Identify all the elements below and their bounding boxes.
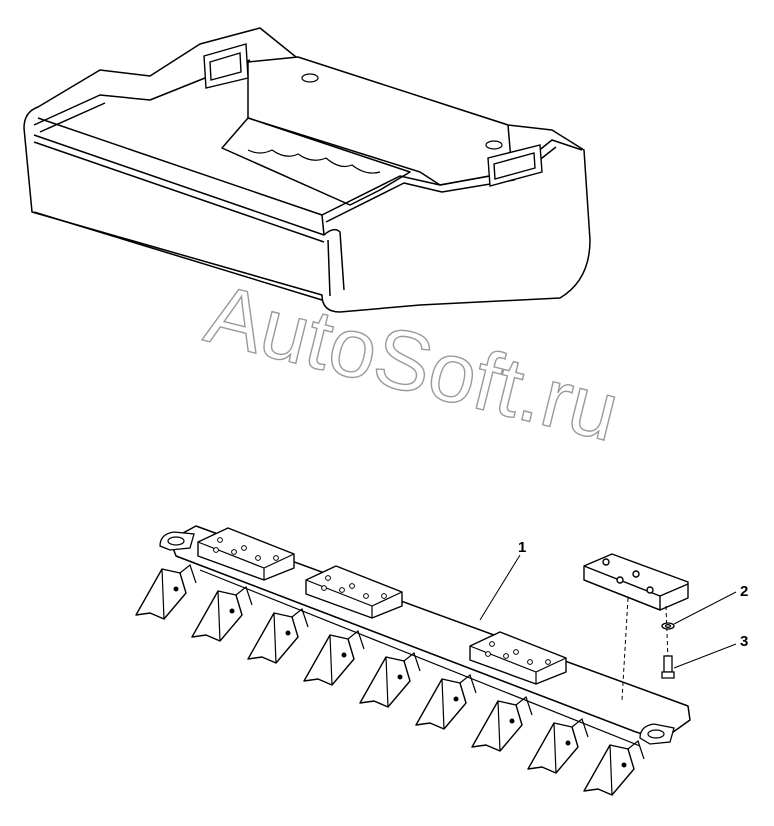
callout-3: 3 xyxy=(673,633,748,669)
wear-plate-part xyxy=(583,553,689,611)
callout-label-1: 1 xyxy=(518,539,526,556)
mount-pad-3 xyxy=(469,631,567,685)
callout-2: 2 xyxy=(673,583,748,625)
end-lug-left xyxy=(159,531,195,551)
tooth-1 xyxy=(135,563,197,620)
tooth-6 xyxy=(415,673,477,730)
mount-pad-1 xyxy=(197,527,295,581)
tooth-2 xyxy=(191,585,253,642)
callout-label-2: 2 xyxy=(740,583,748,600)
assembly-line xyxy=(621,597,629,701)
bucket-body xyxy=(23,27,591,313)
tooth-bar-assembly xyxy=(135,525,691,796)
bolt-part xyxy=(661,655,675,679)
mount-pad-2 xyxy=(305,565,403,619)
tooth-9 xyxy=(583,739,645,796)
tooth-3 xyxy=(247,607,309,664)
teeth-row xyxy=(135,563,645,796)
callout-label-3: 3 xyxy=(740,633,748,650)
callout-1: 1 xyxy=(479,539,526,621)
pads-row xyxy=(197,527,567,685)
handle-slot-left xyxy=(203,43,249,89)
tooth-8 xyxy=(527,717,589,774)
tooth-7 xyxy=(471,695,533,752)
mount-boss xyxy=(301,73,503,150)
end-lug-right xyxy=(639,723,675,745)
washer-part xyxy=(661,622,675,630)
tooth-5 xyxy=(359,651,421,708)
handle-slot-right xyxy=(487,144,543,187)
tooth-4 xyxy=(303,629,365,686)
